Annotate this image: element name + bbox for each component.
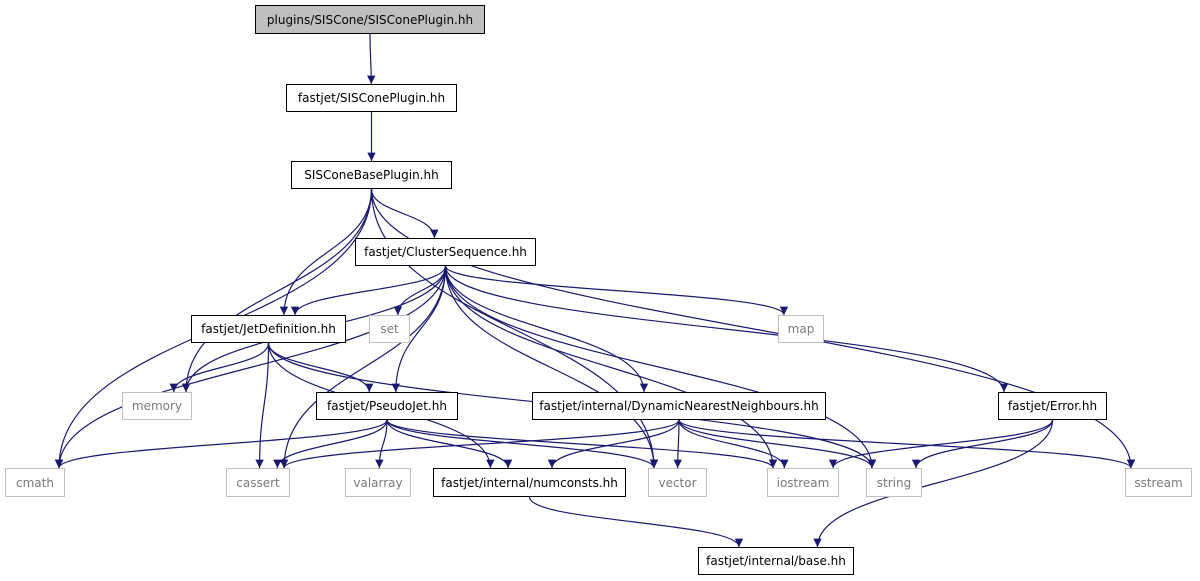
node-jet-definition[interactable]: fastjet/JetDefinition.hh [191,315,346,343]
node-set[interactable]: set [369,315,410,343]
edge-pseudojet-to-iostream [386,419,778,469]
edge-cluster_seq-to-map [444,265,789,316]
edge-root-to-siscone_plugin [367,33,376,85]
node-siscone-plugin[interactable]: fastjet/SISConePlugin.hh [286,84,457,112]
edge-dnn-to-numconsts [547,419,680,469]
edge-siscone_base-to-vector [370,188,659,469]
edge-error-to-iostream [828,419,1054,469]
edge-siscone_base-to-jetdef [279,188,373,316]
node-error[interactable]: fastjet/Error.hh [998,392,1107,420]
edge-cluster_seq-to-jetdef [290,265,447,316]
node-vector[interactable]: vector [648,468,707,497]
node-base[interactable]: fastjet/internal/base.hh [698,547,854,575]
node-iostream[interactable]: iostream [767,468,839,497]
edge-dnn-to-string [678,419,877,469]
node-pseudojet[interactable]: fastjet/PseudoJet.hh [316,392,458,420]
edge-pseudojet-to-valarray [375,419,388,469]
edge-cluster_seq-to-vector [444,265,659,469]
edge-cluster_seq-to-error [444,265,1009,393]
edge-pseudojet-to-cassert [273,419,388,469]
edge-dnn-to-cassert [279,419,680,469]
node-map[interactable]: map [778,315,824,343]
node-cassert[interactable]: cassert [226,468,290,497]
node-root[interactable]: plugins/SISCone/SISConePlugin.hh [255,5,485,34]
edge-cluster_seq-to-cmath [54,265,447,469]
edge-numconsts-to-base [528,496,744,548]
edge-jetdef-to-pseudojet [267,342,374,393]
edge-dnn-to-sstream [678,419,1136,469]
edge-siscone_base-to-cluster_seq [370,188,439,239]
node-dynamic-nearest-neighbours[interactable]: fastjet/internal/DynamicNearestNeighbour… [532,392,826,420]
edge-pseudojet-to-numconsts [386,419,513,469]
edge-error-to-base [813,419,1054,548]
edge-pseudojet-to-vector [386,419,659,469]
node-cmath[interactable]: cmath [5,468,65,497]
node-numconsts[interactable]: fastjet/internal/numconsts.hh [433,468,626,497]
edge-cluster_seq-to-set [393,265,447,316]
edge-pseudojet-to-cmath [54,419,388,469]
node-siscone-base[interactable]: SISConeBasePlugin.hh [291,161,452,189]
edge-cluster_seq-to-cassert [279,265,447,469]
node-valarray[interactable]: valarray [345,468,411,497]
edge-cluster_seq-to-dnn [444,265,649,393]
edge-dnn-to-iostream [678,419,789,469]
edge-jetdef-to-cassert [255,342,270,469]
node-memory[interactable]: memory [122,392,192,420]
node-string[interactable]: string [866,468,922,497]
edge-error-to-string [911,419,1054,469]
edge-cluster_seq-to-iostream [444,265,778,469]
node-sstream[interactable]: sstream [1125,468,1192,497]
node-cluster-sequence[interactable]: fastjet/ClusterSequence.hh [355,238,536,266]
edge-jetdef-to-memory [169,342,270,393]
edge-dnn-to-vector [673,419,682,469]
edge-siscone_base-to-memory [181,188,373,393]
edge-cluster_seq-to-string [444,265,877,469]
